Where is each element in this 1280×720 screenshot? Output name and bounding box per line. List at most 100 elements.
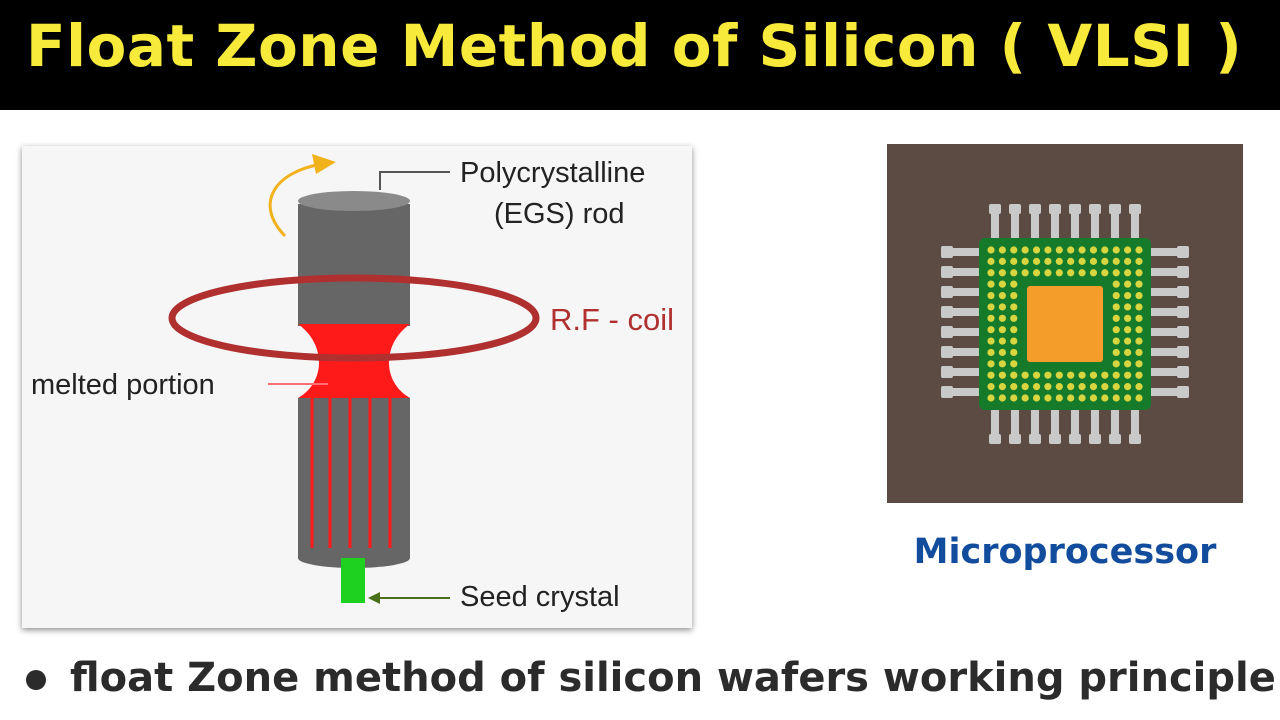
chip-pad	[1010, 303, 1018, 311]
chip-pad	[1112, 326, 1120, 334]
chip-pad	[1135, 326, 1143, 334]
chip-pad	[1112, 360, 1120, 368]
chip-pad	[1067, 394, 1075, 402]
chip-pad	[1044, 394, 1052, 402]
chip-pad	[1112, 394, 1120, 402]
chip-pin-tip	[1129, 434, 1141, 444]
chip-pin-tip	[1177, 386, 1189, 398]
chip-pin-tip	[1177, 286, 1189, 298]
chip-pad	[1135, 280, 1143, 288]
chip-pad	[1021, 394, 1029, 402]
chip-pad	[1112, 303, 1120, 311]
chip-pad	[998, 280, 1006, 288]
chip-pad	[998, 383, 1006, 391]
chip-pad	[1044, 383, 1052, 391]
chip-pin-tip	[1069, 434, 1081, 444]
chip-pad	[987, 269, 995, 277]
chip-pad	[1112, 246, 1120, 254]
chip-pad	[987, 360, 995, 368]
chip-pad	[1078, 383, 1086, 391]
chip-pad	[1044, 371, 1052, 379]
chip-pad	[1032, 269, 1041, 277]
chip-pad	[1135, 337, 1143, 345]
chip-pad	[1044, 257, 1052, 265]
chip-pad	[1124, 269, 1132, 277]
chip-pad	[987, 371, 995, 379]
chip-pad	[1067, 246, 1075, 254]
chip-pad	[998, 326, 1006, 334]
bullet-text: float Zone method of silicon wafers work…	[70, 655, 1276, 701]
chip-pad	[1089, 394, 1098, 402]
chip-pad	[998, 337, 1006, 345]
rf-coil-front	[168, 317, 540, 362]
chip-pad	[987, 257, 995, 265]
chip-pad	[1101, 257, 1109, 265]
chip-pad	[1135, 269, 1143, 277]
rod-leader-line	[379, 171, 450, 190]
chip-pin-tip	[1177, 266, 1189, 278]
microprocessor-panel	[887, 144, 1243, 503]
chip-pad	[1089, 246, 1098, 254]
float-zone-diagram: Polycrystalline (EGS) rod R.F - coil mel…	[22, 146, 692, 628]
chip-pin-tip	[989, 204, 1001, 214]
chip-pad	[1010, 291, 1018, 300]
chip-pin-tip	[941, 366, 953, 378]
chip-pin-tip	[941, 346, 953, 358]
chip-pin-tip	[1009, 434, 1021, 444]
chip-pad	[1010, 269, 1018, 277]
chip-pin-tip	[941, 306, 953, 318]
chip-pad	[1101, 383, 1109, 391]
chip-pin-tip	[1177, 246, 1189, 258]
chip-pad	[1055, 394, 1063, 402]
chip-pad	[998, 371, 1006, 379]
chip-pad	[1010, 360, 1018, 368]
chip-pad	[1112, 257, 1120, 265]
bullet-icon	[26, 670, 46, 690]
chip-pad	[1021, 246, 1029, 254]
chip-pad	[1124, 394, 1132, 402]
chip-pad	[998, 348, 1006, 357]
chip-pad	[998, 360, 1006, 368]
chip-pad	[1055, 269, 1063, 277]
chip-pad	[1135, 291, 1143, 300]
chip-pad	[1067, 257, 1075, 265]
chip-pad	[1089, 371, 1098, 379]
chip-pad	[998, 303, 1006, 311]
chip-pad	[1112, 383, 1120, 391]
chip-pin-tip	[941, 386, 953, 398]
chip-pin-tip	[1109, 204, 1121, 214]
chip-pin-tip	[1089, 434, 1101, 444]
chip-pad	[1067, 371, 1075, 379]
chip-pad	[987, 348, 995, 357]
chip-pad	[1124, 246, 1132, 254]
chip-pad	[1135, 257, 1143, 265]
chip-pad	[1021, 257, 1029, 265]
chip-pad	[1055, 371, 1063, 379]
chip-pad	[987, 280, 995, 288]
chip-pad	[1021, 371, 1029, 379]
chip-pad	[987, 383, 995, 391]
chip-pad	[1010, 326, 1018, 334]
chip-pad	[1078, 371, 1086, 379]
rod-label-line2: (EGS) rod	[494, 198, 625, 230]
chip-pad	[1135, 303, 1143, 311]
polycrystalline-rod	[298, 204, 410, 326]
chip-pin-tip	[1069, 204, 1081, 214]
seed-crystal	[341, 558, 365, 603]
chip-pad	[1124, 303, 1132, 311]
chip-pad	[1078, 246, 1086, 254]
single-crystal-rod	[298, 398, 410, 558]
chip-pin-tip	[1029, 434, 1041, 444]
rf-coil-back	[168, 274, 540, 319]
chip-pad	[1067, 269, 1075, 277]
chip-pad	[998, 269, 1006, 277]
chip-pad	[987, 394, 995, 402]
chip-pad	[987, 326, 995, 334]
title-bar: Float Zone Method of Silicon ( VLSI )	[0, 0, 1280, 110]
chip-pad	[1010, 257, 1018, 265]
chip-pad	[1010, 371, 1018, 379]
seed-label: Seed crystal	[460, 581, 620, 613]
chip-pad	[1055, 257, 1063, 265]
chip-pad	[1010, 246, 1018, 254]
rotation-arrow-icon	[268, 162, 323, 238]
